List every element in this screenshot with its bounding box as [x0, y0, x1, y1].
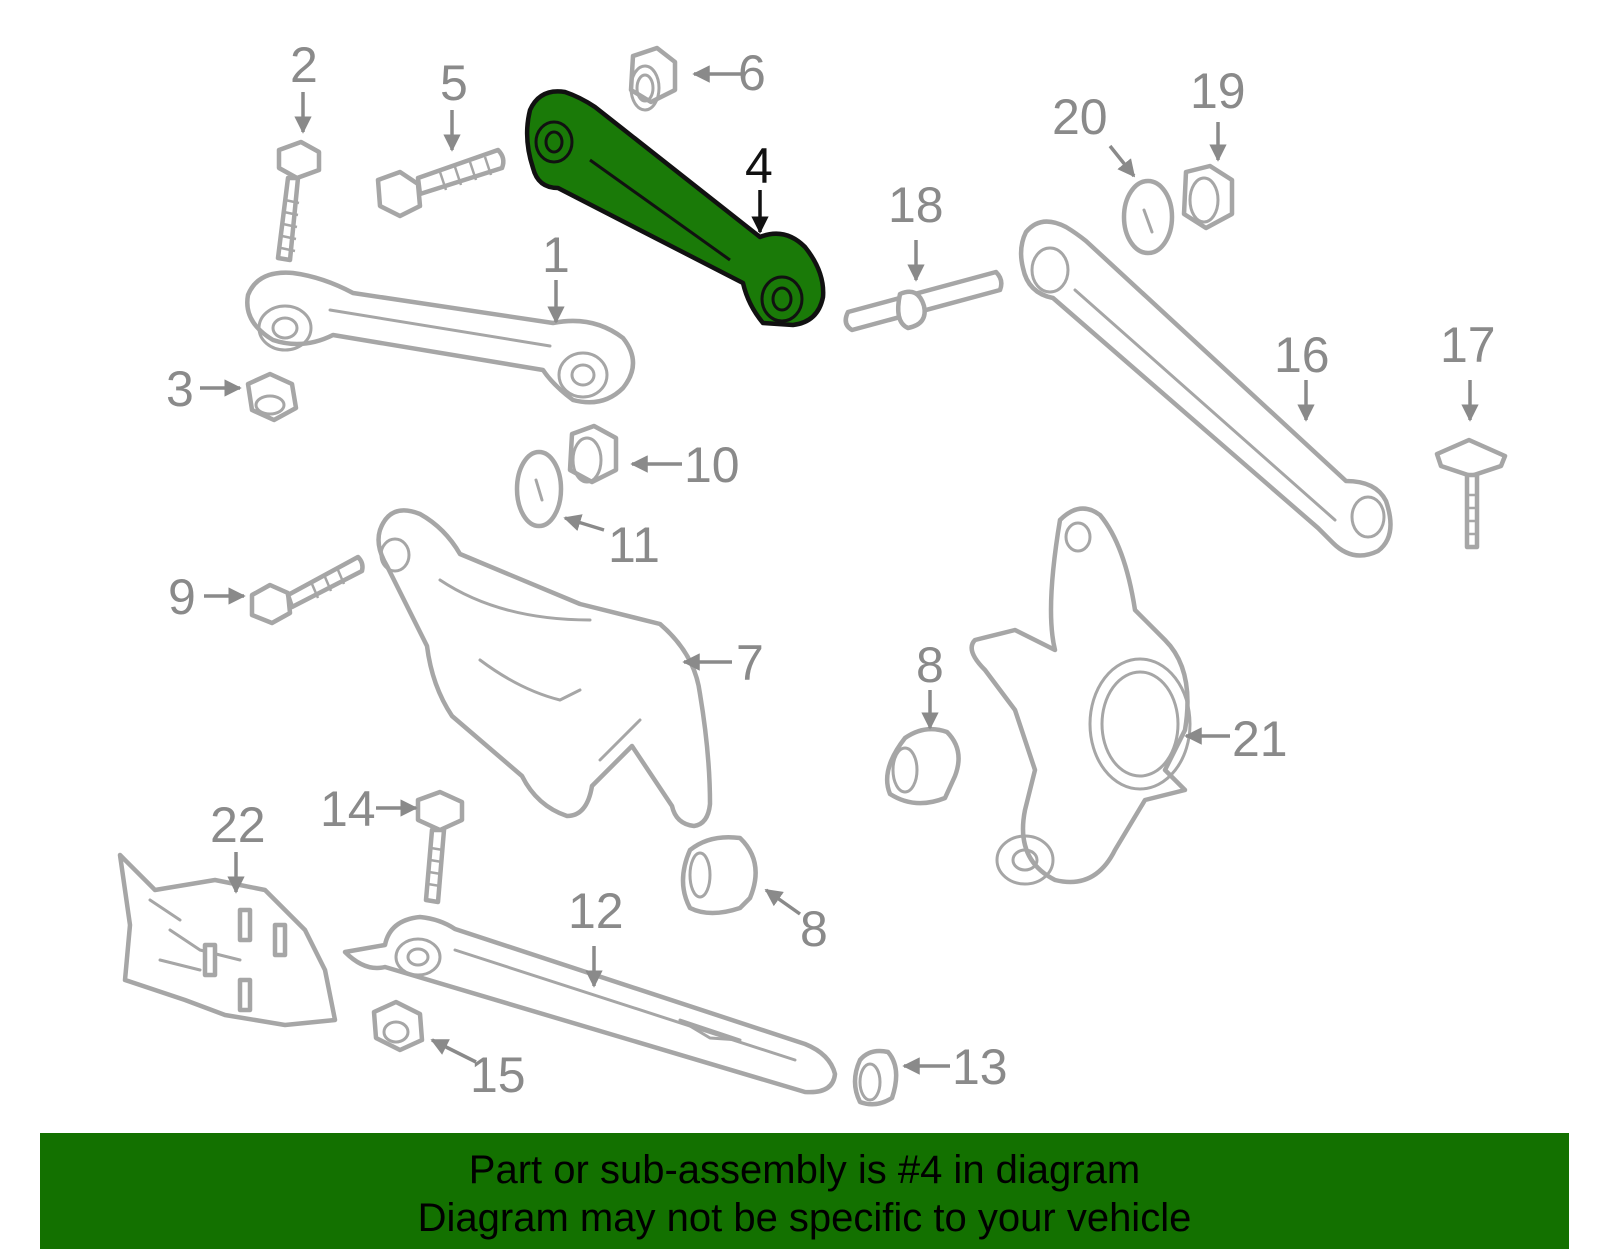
callout-14[interactable]: 14 — [320, 781, 376, 837]
part-18-pin[interactable] — [843, 269, 1004, 333]
callout-13[interactable]: 13 — [952, 1039, 1008, 1095]
part-14-bolt[interactable] — [415, 789, 465, 905]
callout-9[interactable]: 9 — [168, 569, 196, 625]
callout-8-upper[interactable]: 8 — [916, 637, 944, 693]
part-8-bushing-lower[interactable] — [680, 835, 758, 916]
banner-line-1: Part or sub-assembly is #4 in diagram — [468, 1148, 1141, 1192]
part-22-shield[interactable] — [117, 852, 338, 1028]
callout-5[interactable]: 5 — [440, 55, 468, 111]
callout-6[interactable]: 6 — [738, 45, 766, 101]
callout-4[interactable]: 4 — [745, 138, 773, 194]
callout-16[interactable]: 16 — [1274, 327, 1330, 383]
part-12-link[interactable] — [342, 914, 838, 1095]
part-21-knuckle[interactable] — [969, 506, 1192, 886]
callout-21[interactable]: 21 — [1232, 711, 1288, 767]
callout-11[interactable]: 11 — [608, 517, 660, 573]
callout-lines — [200, 65, 1479, 1075]
part-17-bolt[interactable] — [1434, 437, 1508, 550]
part-13-bushing[interactable] — [852, 1048, 899, 1107]
callout-labels: 2 5 6 4 1 3 18 20 19 16 17 10 11 9 7 8 2… — [166, 37, 1496, 1103]
callout-12[interactable]: 12 — [568, 883, 624, 939]
callout-20[interactable]: 20 — [1052, 89, 1108, 145]
part-20-washer[interactable] — [1121, 178, 1175, 256]
part-19-nut[interactable] — [1181, 163, 1235, 231]
part-16-control-arm[interactable] — [1018, 219, 1393, 558]
part-1-control-arm[interactable] — [245, 270, 636, 405]
callout-10[interactable]: 10 — [684, 437, 740, 493]
part-11-washer[interactable] — [514, 449, 564, 529]
banner-line-2: Diagram may not be specific to your vehi… — [417, 1196, 1192, 1240]
part-6-nut[interactable] — [628, 45, 678, 112]
part-4-highlighted-arm[interactable] — [524, 89, 826, 328]
part-5-bolt[interactable] — [375, 147, 506, 219]
part-15-nut[interactable] — [371, 999, 425, 1053]
callout-7[interactable]: 7 — [736, 635, 764, 691]
part-3-nut[interactable] — [245, 371, 299, 423]
callout-2[interactable]: 2 — [290, 37, 318, 93]
part-10-nut[interactable] — [567, 423, 619, 485]
info-banner: Part or sub-assembly is #4 in diagram Di… — [40, 1133, 1569, 1249]
part-2-bolt[interactable] — [275, 139, 322, 263]
callout-3[interactable]: 3 — [166, 361, 194, 417]
callout-18[interactable]: 18 — [888, 177, 944, 233]
part-8-bushing-upper[interactable] — [884, 726, 961, 806]
callout-17[interactable]: 17 — [1440, 317, 1496, 373]
part-9-bolt[interactable] — [249, 554, 365, 626]
callout-8-lower[interactable]: 8 — [800, 901, 828, 957]
callout-22[interactable]: 22 — [210, 797, 266, 853]
callout-19[interactable]: 19 — [1190, 63, 1246, 119]
callout-15[interactable]: 15 — [470, 1047, 526, 1103]
part-7-trailing-arm[interactable] — [376, 508, 713, 829]
callout-1[interactable]: 1 — [542, 227, 570, 283]
